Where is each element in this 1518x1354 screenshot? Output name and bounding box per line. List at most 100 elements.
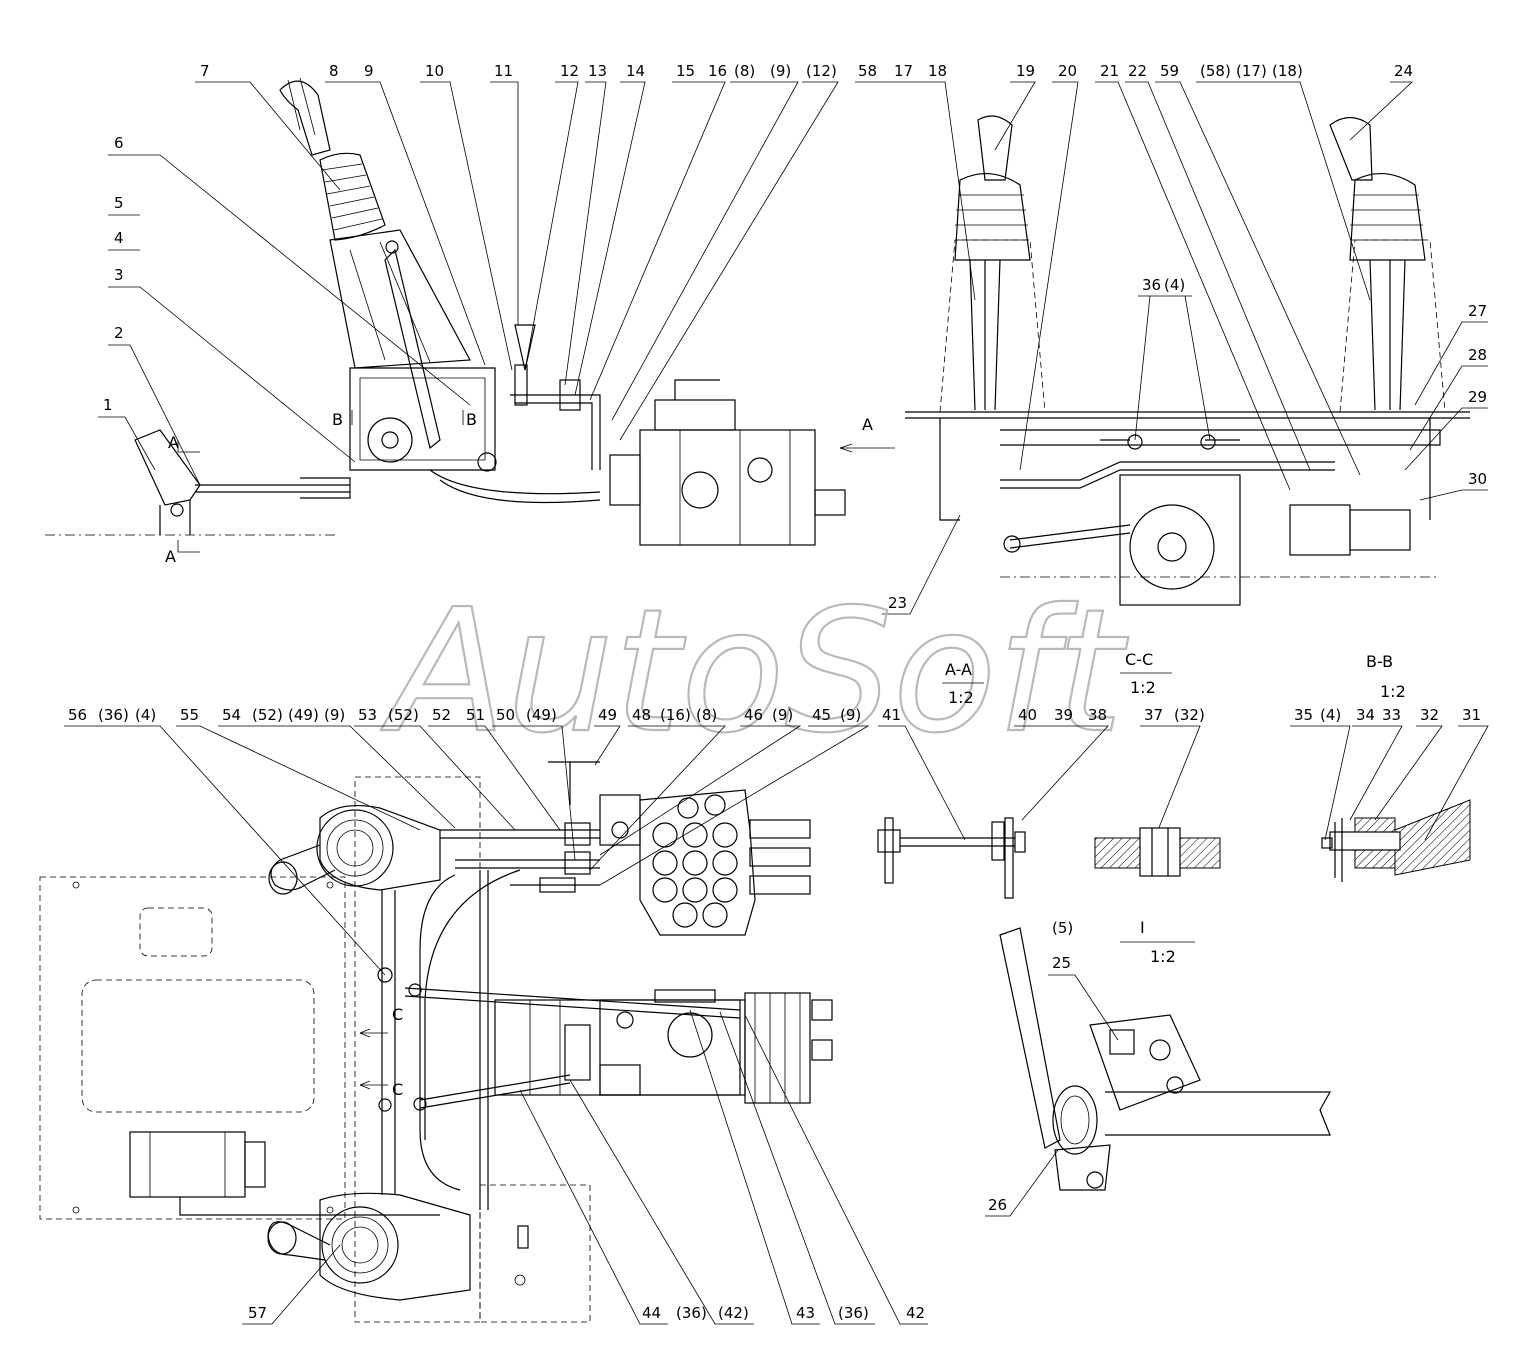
- callout-30: 30: [1468, 470, 1487, 488]
- callout-19: 19: [1016, 62, 1035, 80]
- section-c-lower: C: [392, 1080, 403, 1099]
- callout-43: 43: [796, 1304, 815, 1322]
- section-bb-scale: 1:2: [1380, 682, 1406, 701]
- section-c-upper: C: [392, 1005, 403, 1024]
- callout-40: 40: [1018, 706, 1037, 724]
- callout-59: 59: [1160, 62, 1179, 80]
- callout-27: 27: [1468, 302, 1487, 320]
- callout-18: 18: [928, 62, 947, 80]
- callout-55: 55: [180, 706, 199, 724]
- callout-20: 20: [1058, 62, 1077, 80]
- callouts-top-right: 58 17 18 19 20 21 22 59 (58) (17) (18) 2…: [855, 62, 1488, 615]
- callout-52: 52: [432, 706, 451, 724]
- callout-8: 8: [329, 62, 339, 80]
- callout-50: 50: [496, 706, 515, 724]
- callout-5-ref: (5): [1052, 919, 1073, 937]
- section-a-top: A: [168, 433, 179, 452]
- callout-12-ref: (12): [806, 62, 837, 80]
- callout-7: 7: [200, 62, 210, 80]
- callout-58-ref: (58): [1200, 62, 1231, 80]
- callout-26: 26: [988, 1196, 1007, 1214]
- callout-36-ref-b: (36): [676, 1304, 707, 1322]
- detail-i-title: I: [1140, 918, 1145, 937]
- side-view-assembly: [45, 77, 846, 553]
- view-a-label: A: [862, 415, 873, 434]
- callout-22: 22: [1128, 62, 1147, 80]
- callout-18-ref: (18): [1272, 62, 1303, 80]
- callout-25: 25: [1052, 954, 1071, 972]
- callout-16: 16: [708, 62, 727, 80]
- callout-24: 24: [1394, 62, 1413, 80]
- callout-11: 11: [494, 62, 513, 80]
- callout-17: 17: [894, 62, 913, 80]
- callout-9: 9: [364, 62, 374, 80]
- callout-34: 34: [1356, 706, 1375, 724]
- callout-16-ref: (16): [660, 706, 691, 724]
- callout-37: 37: [1144, 706, 1163, 724]
- callout-6: 6: [114, 134, 124, 152]
- callout-8-ref-b: (8): [696, 706, 717, 724]
- callout-4-ref-b: (4): [1320, 706, 1341, 724]
- callout-42: 42: [906, 1304, 925, 1322]
- callout-13: 13: [588, 62, 607, 80]
- callout-9-ref: (9): [770, 62, 791, 80]
- callout-9-ref-c: (9): [840, 706, 861, 724]
- lower-valve-block: [494, 989, 833, 1104]
- callout-36-ref-c: (36): [838, 1304, 869, 1322]
- watermark-autosoft: AutoSoft: [380, 573, 1128, 771]
- callout-15: 15: [676, 62, 695, 80]
- bellows: [319, 152, 386, 241]
- callout-21: 21: [1100, 62, 1119, 80]
- callout-32: 32: [1420, 706, 1439, 724]
- callout-39: 39: [1054, 706, 1073, 724]
- callout-45: 45: [812, 706, 831, 724]
- callout-49: 49: [598, 706, 617, 724]
- callout-49-ref-b: (49): [526, 706, 557, 724]
- valve-block-side: [609, 379, 846, 546]
- front-view-assembly: [905, 115, 1470, 606]
- callout-52-ref-a: (52): [252, 706, 283, 724]
- section-aa-title: A-A: [945, 660, 972, 679]
- detail-i: I 1:2 (5) 25 26: [985, 918, 1332, 1217]
- callout-4-ref: (4): [1164, 276, 1185, 294]
- upper-valve-block: [599, 789, 811, 936]
- callout-3: 3: [114, 266, 124, 284]
- callout-44: 44: [642, 1304, 661, 1322]
- section-aa-scale: 1:2: [948, 688, 974, 707]
- callout-23: 23: [888, 594, 907, 612]
- section-cc-title: C-C: [1125, 650, 1153, 669]
- callout-10: 10: [425, 62, 444, 80]
- section-b-b: B-B 1:2 35 (4) 34 33 32 31: [1290, 652, 1489, 882]
- callout-5: 5: [114, 194, 124, 212]
- callout-36-ref-a: (36): [98, 706, 129, 724]
- section-a-bottom: A: [165, 547, 176, 566]
- callout-48: 48: [632, 706, 651, 724]
- callout-9-ref-b: (9): [772, 706, 793, 724]
- section-b-right: B: [466, 410, 477, 429]
- callout-32-ref: (32): [1174, 706, 1205, 724]
- callout-51: 51: [466, 706, 485, 724]
- pump-body: [1119, 474, 1411, 606]
- callout-58: 58: [858, 62, 877, 80]
- callout-41: 41: [882, 706, 901, 724]
- callout-8-ref: (8): [734, 62, 755, 80]
- upper-joystick: [268, 804, 441, 895]
- callout-1: 1: [103, 396, 113, 414]
- section-cc-scale: 1:2: [1130, 678, 1156, 697]
- callout-53: 53: [358, 706, 377, 724]
- callout-17-ref: (17): [1236, 62, 1267, 80]
- view-markers-top-left: A A B B A: [165, 410, 895, 566]
- plan-view-assembly: C C: [39, 761, 833, 1323]
- callout-56: 56: [68, 706, 87, 724]
- section-c-c: C-C 1:2 37 (32): [1094, 650, 1221, 877]
- detail-i-scale: 1:2: [1150, 947, 1176, 966]
- section-bb-title: B-B: [1366, 652, 1393, 671]
- callout-46: 46: [744, 706, 763, 724]
- callouts-bottom: 56 (36) (4) 55 54 (52) (49) (9) 53 (52) …: [64, 706, 928, 1325]
- callout-52-ref-b: (52): [388, 706, 419, 724]
- callout-33: 33: [1382, 706, 1401, 724]
- callout-9-ref-a: (9): [324, 706, 345, 724]
- callouts-top-left: 7 6 5 4 3 2 1 8 9 10 11 12 13 14 15 16 (…: [98, 62, 839, 486]
- section-a-a: A-A 1:2 41 40 39 38: [877, 660, 1109, 899]
